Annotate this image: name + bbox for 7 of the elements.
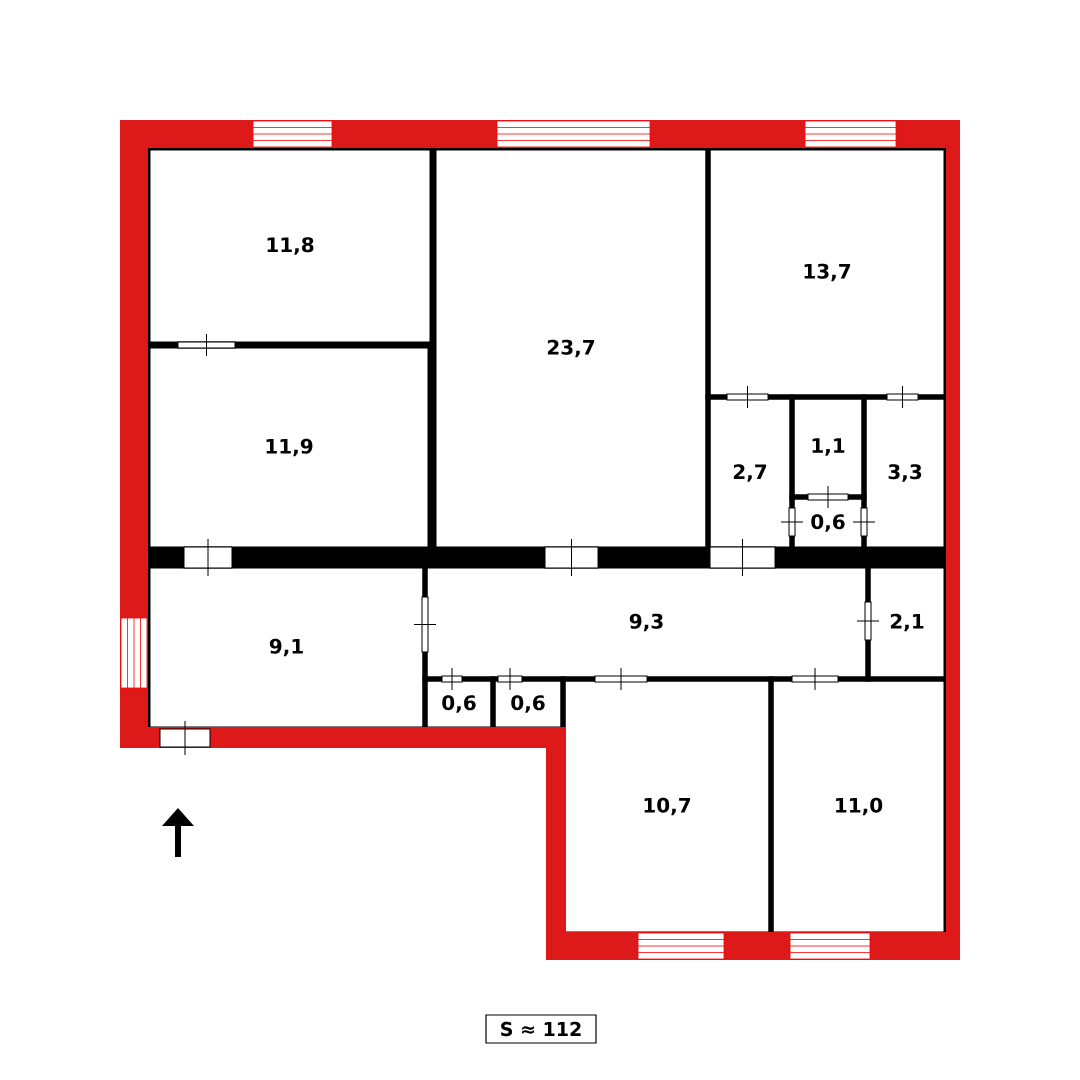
room: 11,9 bbox=[145, 343, 433, 552]
room: 23,7 bbox=[431, 145, 711, 552]
room: 13,7 bbox=[705, 145, 949, 400]
room: 3,3 bbox=[861, 394, 949, 552]
room: 1,1 bbox=[789, 394, 867, 500]
area-box: S ≈ 112 bbox=[485, 1014, 597, 1044]
room: 11,8 bbox=[145, 145, 435, 347]
